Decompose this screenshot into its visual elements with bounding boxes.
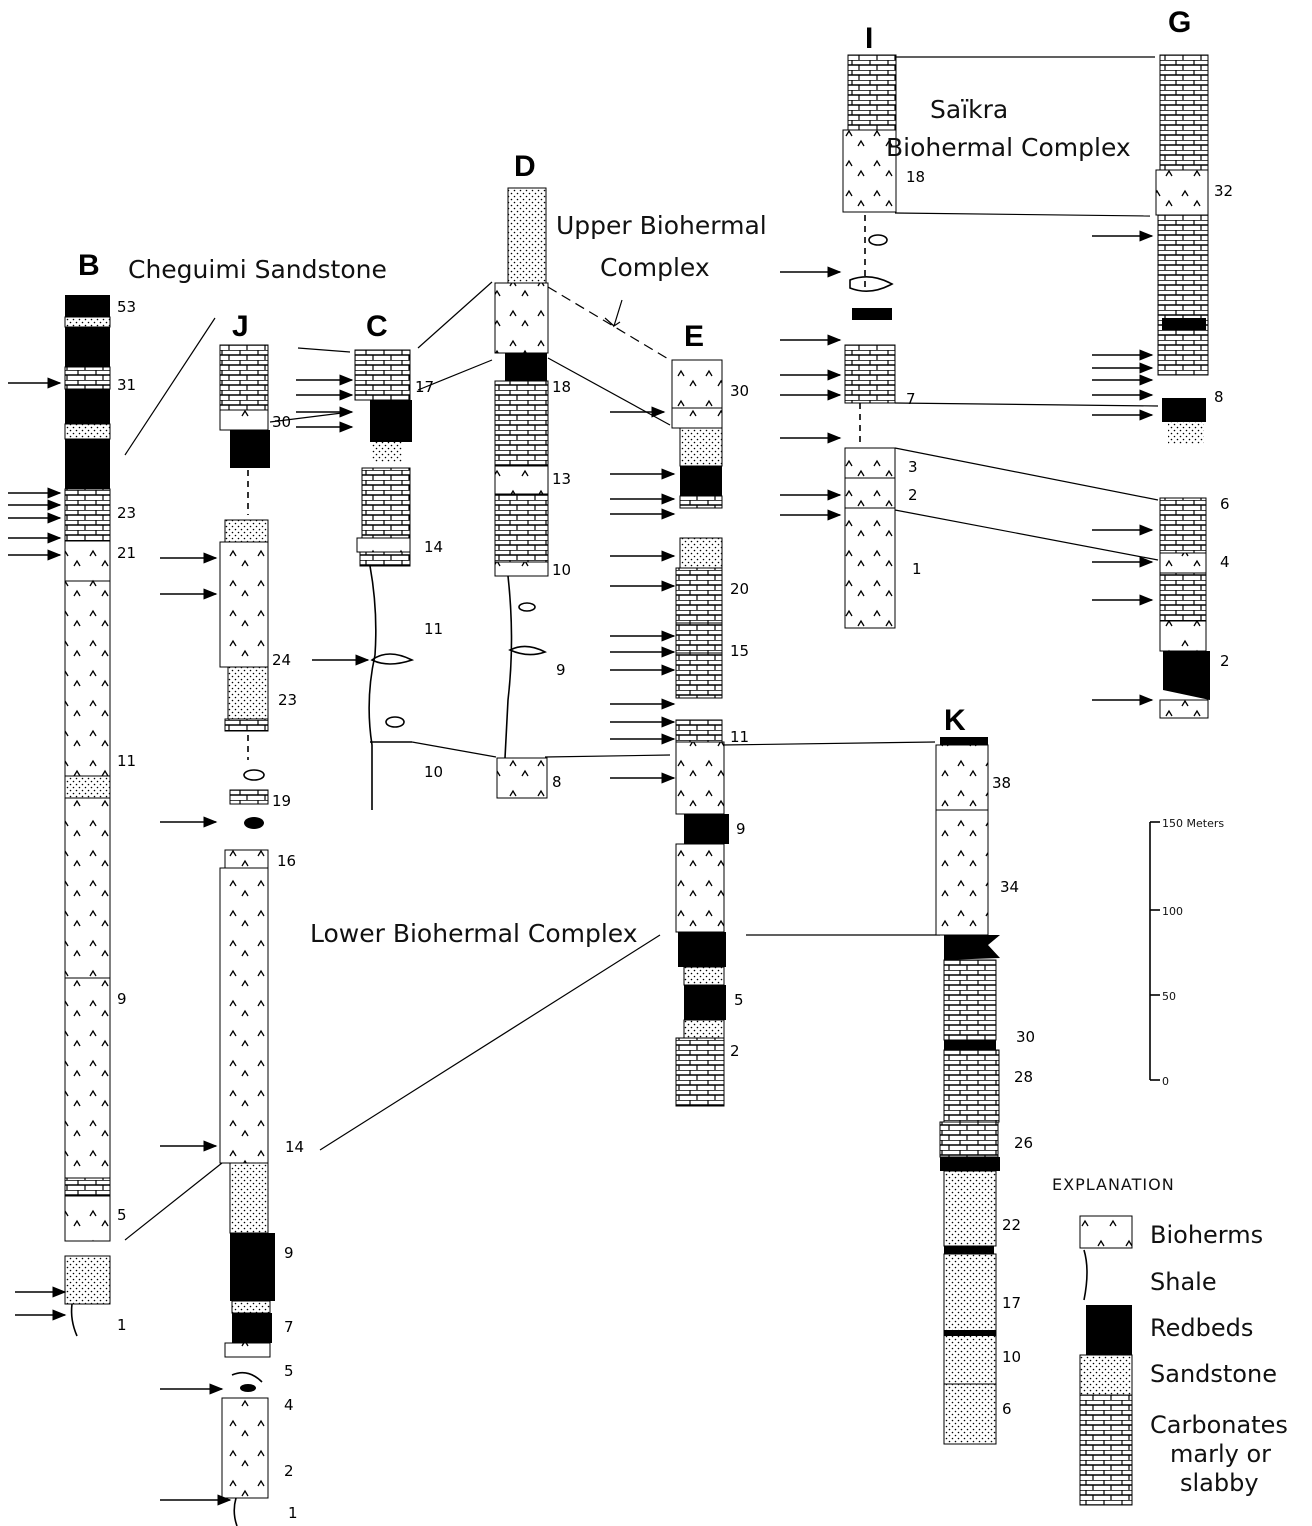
bed-number: 2 xyxy=(1220,652,1230,670)
bed-number: 2 xyxy=(284,1462,294,1480)
bed-number: 10 xyxy=(552,561,571,579)
legend-swatch-shale xyxy=(1083,1249,1088,1301)
column-B: B 53 31 23 21 11 9 5 1 xyxy=(64,249,136,1337)
legend-label-sandstone: Sandstone xyxy=(1150,1360,1277,1388)
bed-number: 28 xyxy=(1014,1068,1033,1086)
label-saikra-line1: Saïkra xyxy=(930,95,1008,124)
column-I: I 18 7 3 2 1 xyxy=(842,22,925,629)
column-J: J 30 24 23 19 16 14 9 7 5 4 2 1 xyxy=(219,310,304,1526)
column-letter-J: J xyxy=(232,310,249,343)
bed-number: 8 xyxy=(1214,388,1224,406)
bed-number: 10 xyxy=(1002,1348,1021,1366)
bed-number: 1 xyxy=(117,1316,127,1334)
bed-number: 5 xyxy=(117,1206,127,1224)
label-cheguimi-sandstone: Cheguimi Sandstone xyxy=(128,255,387,284)
bed-number: 5 xyxy=(284,1362,294,1380)
bed-number: 15 xyxy=(730,642,749,660)
bed-number: 22 xyxy=(1002,1216,1021,1234)
column-D: D 18 13 10 9 8 xyxy=(494,150,571,799)
bed-number: 9 xyxy=(284,1244,294,1262)
bed-number: 9 xyxy=(117,990,127,1008)
bed-number: 6 xyxy=(1002,1400,1012,1418)
bed-number: 24 xyxy=(272,651,291,669)
bed-number: 14 xyxy=(285,1138,304,1156)
bed-number: 21 xyxy=(117,544,136,562)
scale-label-50: 50 xyxy=(1162,990,1176,1003)
legend-label-carbonates-2: marly or xyxy=(1170,1440,1271,1468)
column-K: K 38 34 30 28 26 22 17 10 6 xyxy=(935,704,1035,1445)
legend-swatch-sandstone xyxy=(1079,1354,1133,1396)
column-letter-G: G xyxy=(1168,6,1191,39)
bed-number: 30 xyxy=(272,413,291,431)
column-G: G 32 8 6 4 2 xyxy=(1155,6,1233,719)
bed-number: 10 xyxy=(424,763,443,781)
bed-number: 20 xyxy=(730,580,749,598)
bed-number: 7 xyxy=(906,390,916,408)
bed-number: 1 xyxy=(288,1504,298,1522)
bed-number: 38 xyxy=(992,774,1011,792)
bed-number: 18 xyxy=(552,378,571,396)
column-letter-D: D xyxy=(514,150,536,183)
column-letter-B: B xyxy=(78,249,100,282)
legend-swatch-carbonates xyxy=(1079,1394,1133,1506)
bed-number: 14 xyxy=(424,538,443,556)
bed-number: 34 xyxy=(1000,878,1019,896)
bed-number: 23 xyxy=(117,504,136,522)
bed-number: 1 xyxy=(912,560,922,578)
column-letter-I: I xyxy=(865,22,873,55)
bed-number: 31 xyxy=(117,376,136,394)
bed-number: 3 xyxy=(908,458,918,476)
bed-number: 17 xyxy=(1002,1294,1021,1312)
bed-number: 53 xyxy=(117,298,136,316)
column-letter-C: C xyxy=(366,310,388,343)
arrows xyxy=(8,230,1154,1506)
scale-bar: 150 Meters 100 50 0 xyxy=(1149,817,1224,1088)
bed-number: 11 xyxy=(117,752,136,770)
label-saikra-line2: Biohermal Complex xyxy=(886,133,1131,162)
bed-number: 6 xyxy=(1220,495,1230,513)
bed-number: 17 xyxy=(415,378,434,396)
legend-label-carbonates: Carbonates xyxy=(1150,1411,1288,1439)
legend-label-shale: Shale xyxy=(1150,1268,1217,1296)
scale-label-100: 100 xyxy=(1162,905,1183,918)
bed-number: 8 xyxy=(552,773,562,791)
label-lower-biohermal: Lower Biohermal Complex xyxy=(310,919,638,948)
bed-number: 16 xyxy=(277,852,296,870)
bed-number: 11 xyxy=(730,728,749,746)
bed-number: 4 xyxy=(284,1396,294,1414)
legend: EXPLANATION Bioherms Shale Redbeds Sands… xyxy=(1052,1175,1288,1506)
bed-number: 9 xyxy=(556,661,566,679)
correlation-lines xyxy=(124,56,1159,1241)
legend-title: EXPLANATION xyxy=(1052,1175,1175,1194)
bed-number: 7 xyxy=(284,1318,294,1336)
label-upper-biohermal-line1: Upper Biohermal xyxy=(556,211,767,240)
column-letter-K: K xyxy=(944,704,966,737)
scale-label-150: 150 Meters xyxy=(1162,817,1224,830)
legend-label-redbeds: Redbeds xyxy=(1150,1314,1253,1342)
scale-label-0: 0 xyxy=(1162,1075,1169,1088)
column-letter-E: E xyxy=(684,320,704,353)
bed-number: 9 xyxy=(736,820,746,838)
bed-number: 19 xyxy=(272,792,291,810)
legend-label-carbonates-3: slabby xyxy=(1180,1469,1259,1497)
bed-number: 30 xyxy=(1016,1028,1035,1046)
legend-swatch-bioherms xyxy=(1079,1215,1133,1249)
bed-number: 4 xyxy=(1220,553,1230,571)
legend-label-bioherms: Bioherms xyxy=(1150,1221,1263,1249)
bed-number: 5 xyxy=(734,991,744,1009)
legend-swatch-redbeds xyxy=(1086,1305,1132,1355)
bed-number: 26 xyxy=(1014,1134,1033,1152)
bed-number: 11 xyxy=(424,620,443,638)
bed-number: 2 xyxy=(908,486,918,504)
bed-number: 2 xyxy=(730,1042,740,1060)
bed-number: 18 xyxy=(906,168,925,186)
bed-number: 32 xyxy=(1214,182,1233,200)
bed-number: 23 xyxy=(278,691,297,709)
label-upper-biohermal-line2: Complex xyxy=(600,253,710,282)
column-E: E 30 20 15 11 9 5 2 xyxy=(671,320,749,1107)
bed-number: 30 xyxy=(730,382,749,400)
bed-number: 13 xyxy=(552,470,571,488)
column-C: C 17 14 11 10 xyxy=(354,310,443,810)
